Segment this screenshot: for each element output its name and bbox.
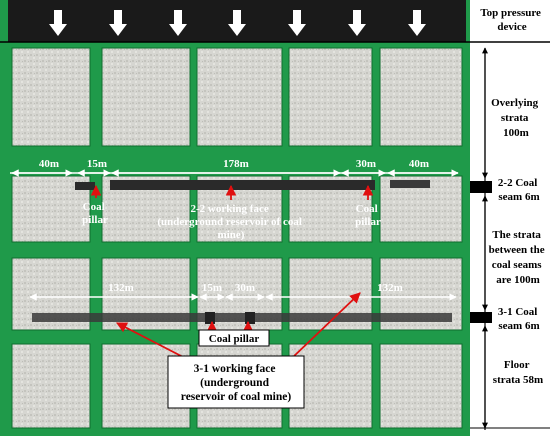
working-face-2-2-label: 2-2 working face (underground reservoir … xyxy=(157,203,304,241)
strata-panel xyxy=(288,47,373,147)
strata-panel xyxy=(379,343,463,429)
dim-40m-left: 40m xyxy=(39,158,59,170)
working-face-3-1-label: 3-1 working face (underground reservoir … xyxy=(181,363,292,403)
lower-dimension-line: 132m 15m 30m 132m xyxy=(29,282,457,301)
coal-seam-2-2-label: 2-2 Coal seam 6m xyxy=(498,177,540,203)
upper-annotations: Coal pillar 2-2 working face (undergroun… xyxy=(82,184,381,241)
dim-40m-right: 40m xyxy=(409,158,429,170)
coal-pillar-3-1-label: Coal pillar xyxy=(209,333,260,345)
strata-panel xyxy=(196,47,283,147)
pressure-arrow-icon xyxy=(348,10,366,36)
dim-15m-lower: 15m xyxy=(202,282,222,294)
dim-132m-right: 132m xyxy=(377,282,403,294)
strata-panel xyxy=(379,47,463,147)
dim-15m: 15m xyxy=(87,158,107,170)
dim-30m-lower: 30m xyxy=(235,282,255,294)
upper-dimension-line: 40m 15m 178m 30m 40m xyxy=(10,158,459,177)
pressure-arrow-icon xyxy=(49,10,67,36)
coal-seam-2-2 xyxy=(75,180,430,190)
top-pressure-label: Top pressure device xyxy=(480,7,543,33)
strata-panel xyxy=(101,47,191,147)
pressure-arrow-icon xyxy=(109,10,127,36)
strata-panel xyxy=(11,343,91,429)
lower-annotations: Coal pillar 3-1 working face (undergroun… xyxy=(116,292,361,409)
coal-seam-3-1-marker xyxy=(470,312,492,323)
dim-132m-left: 132m xyxy=(108,282,134,294)
coal-seam-2-2-marker xyxy=(470,181,492,193)
overlying-strata-label: Overlying strata 100m xyxy=(491,97,541,139)
pressure-arrows xyxy=(49,10,426,36)
pressure-arrow-icon xyxy=(408,10,426,36)
coal-seam-3-1 xyxy=(32,312,452,324)
coal-pillar-left-label: Coal pillar xyxy=(82,201,108,226)
right-legend: Top pressure device Overlying strata 100… xyxy=(470,7,550,430)
dim-30m: 30m xyxy=(356,158,376,170)
pressure-arrow-icon xyxy=(288,10,306,36)
dim-178m: 178m xyxy=(223,158,249,170)
pressure-arrow-icon xyxy=(228,10,246,36)
top-pressure-device xyxy=(0,0,550,43)
floor-strata-label: Floor strata 58m xyxy=(493,359,543,386)
between-strata-label: The strata between the coal seams are 10… xyxy=(489,229,548,286)
coal-seam-3-1-label: 3-1 Coal seam 6m xyxy=(498,306,540,332)
pressure-arrow-icon xyxy=(169,10,187,36)
strata-panel xyxy=(11,47,91,147)
coal-pillar-right-label: Coal pillar xyxy=(355,203,381,228)
